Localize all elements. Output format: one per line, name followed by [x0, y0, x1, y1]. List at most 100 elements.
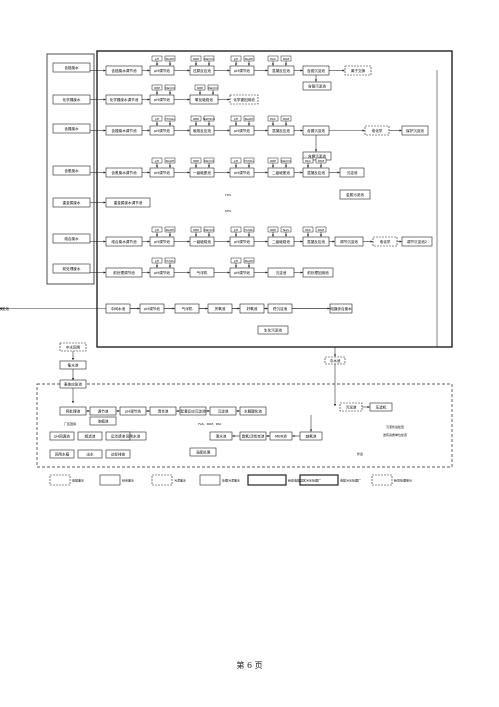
- reagent-2-6-box: [267, 115, 279, 122]
- bio-5-box: [267, 303, 293, 314]
- note-2: 污泥外运处置: [386, 424, 404, 429]
- reagent-4-4-box: [230, 226, 242, 233]
- complex-6-label: 调节沉淀池: [340, 239, 358, 244]
- nickel-1-box: [149, 125, 175, 136]
- pre-0-box: [105, 267, 143, 278]
- complex-6-box: [334, 236, 364, 247]
- reagent-0-1-label: NaOH: [166, 57, 175, 61]
- lower-8-box: [239, 406, 267, 416]
- cyanide-4-label: 二级破氰池: [272, 170, 290, 175]
- reagent-1-0-label: ORP: [154, 86, 160, 90]
- legend-label-1: 综合废水: [122, 478, 134, 483]
- reagent-3-7-box: [280, 157, 292, 164]
- reagent-3-5-label: H₂SO₄: [245, 159, 255, 163]
- nickel_chem-3-box: [229, 94, 259, 105]
- lower-6-box: [179, 406, 207, 416]
- chrome-4-label: 混凝反应池: [272, 68, 290, 73]
- reagent-2-4-label: pH: [234, 117, 238, 121]
- reagent-4-0-label: pH: [155, 228, 159, 232]
- lower-frame: [36, 383, 453, 468]
- reagent-2-1-box: [164, 115, 176, 122]
- source-0-label: 含铬废水: [64, 65, 79, 70]
- lower-15-label: 臭氧/活性炭池: [242, 433, 265, 438]
- pre-0-label: 前处理调节池: [113, 270, 135, 275]
- legend-swatch-6: [371, 474, 393, 486]
- reagent-4-2-label: ORP: [193, 228, 199, 232]
- lower-3-box: [89, 406, 117, 416]
- source-2-label: 含镍废水: [64, 126, 79, 131]
- cyanide-0-box: [105, 167, 143, 178]
- pre-1-box: [149, 267, 175, 278]
- reagent-0-2-label: ORP: [193, 57, 199, 61]
- bio-7-label: 生化污泥池: [0, 306, 9, 311]
- chrome-3-label: pH调节池: [234, 68, 250, 73]
- reagent-0-2-box: [190, 55, 202, 62]
- pre-5-box: [302, 267, 334, 278]
- reagent-3-9-label: PAM: [318, 159, 325, 163]
- bio-5-label: 终沉淀池: [273, 306, 288, 311]
- source-1-label: 化学镍废水: [63, 97, 81, 102]
- reagent-0-4-box: [230, 55, 242, 62]
- heavy-1-label: 金属污泥池: [346, 192, 364, 197]
- nickel-6-label: 电化学: [372, 128, 383, 133]
- reagent-3-4-label: pH: [234, 159, 238, 163]
- reagent-0-7-box: [280, 55, 292, 62]
- slud-0-box: [302, 81, 332, 91]
- complex-2-box: [189, 236, 215, 247]
- reagent-2-4-box: [230, 115, 242, 122]
- lower-19-label: 反渗透池: [111, 433, 126, 438]
- lower-15-box: [239, 431, 267, 441]
- reagent-3-2-label: ORP: [193, 159, 199, 163]
- pre-5-label: 前处理回用池: [307, 270, 329, 275]
- cyanide-5-box: [302, 167, 330, 178]
- lower-10-box: [369, 402, 393, 412]
- reagent-1-1-label: NaClO: [165, 86, 175, 90]
- source-4-label: 重金属废水: [63, 200, 81, 205]
- reagent-0-3-label: NaClO: [204, 57, 214, 61]
- legend-label-4: 新建电镀园区污水处理厂: [288, 478, 321, 483]
- complex-2-label: 一级破络池: [193, 239, 211, 244]
- reagent-0-5-label: NaOH: [245, 57, 254, 61]
- lower-16-box: [89, 416, 117, 426]
- pre-3-box: [229, 267, 255, 278]
- cyanide-1-box: [149, 167, 175, 178]
- bio-1-box: [139, 303, 165, 314]
- chrome-0-label: 含铬废水调节池: [111, 68, 137, 73]
- bio-0-box: [105, 303, 131, 314]
- complex-4-box: [267, 236, 295, 247]
- complex-7-label: 电化学: [380, 239, 391, 244]
- reagent-3-0-box: [151, 157, 163, 164]
- lower-0-label: 集水池: [68, 362, 79, 367]
- lower-5-label: 混合池: [158, 408, 169, 413]
- lower-inlet-label: 中水回用: [66, 344, 81, 349]
- cyanide-0-label: 含氰废水调节池: [111, 170, 137, 175]
- lower-4-box: [119, 406, 147, 416]
- chrome-0-box: [105, 65, 143, 76]
- pre-2-box: [189, 267, 215, 278]
- reagent-2-5-label: NaOH: [245, 117, 254, 121]
- nickel-0-box: [105, 125, 143, 136]
- nickel-7-box: [401, 125, 429, 136]
- complex-0-box: [105, 236, 143, 247]
- bio-3-box: [207, 303, 233, 314]
- reagent-0-0-box: [151, 55, 163, 62]
- legend-label-3: 处理污泥废水: [222, 478, 240, 483]
- slud-1-label: 含镍污泥池: [308, 153, 326, 158]
- reagent-1-3-box: [207, 84, 219, 91]
- reagent-0-5-box: [243, 55, 255, 62]
- lower-18-label: 超滤池: [85, 433, 96, 438]
- cyanide-2-box: [189, 167, 215, 178]
- pre-1-label: pH调节池: [154, 270, 170, 275]
- lower-19-box: [105, 431, 131, 441]
- nickel-5-label: 含镍沉淀池: [307, 128, 325, 133]
- source-6-label: 前处理废水: [63, 266, 81, 271]
- cyanide-6-label: 沉淀池: [347, 170, 358, 175]
- reagent-3-8-label: PAC: [305, 159, 311, 163]
- reagent-1-2-label: ORP: [197, 86, 203, 90]
- chrome-5-box: [302, 65, 330, 76]
- reagent-3-0-label: pH: [155, 159, 159, 163]
- reagent-3-1-label: NaOH: [166, 159, 175, 163]
- bio-4-label: 好氧池: [247, 306, 258, 311]
- nickel_chem-1-label: pH调节池: [154, 97, 170, 102]
- reagent-2-7-box: [280, 115, 292, 122]
